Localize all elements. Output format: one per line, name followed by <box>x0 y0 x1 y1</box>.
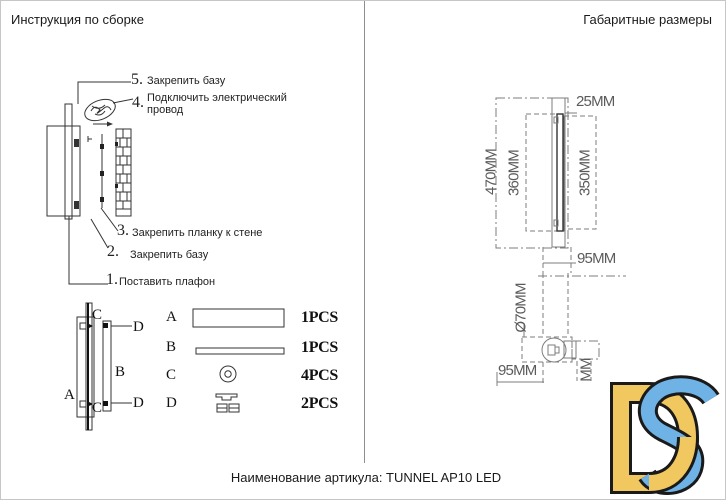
dim-360mm: 360MM <box>505 149 523 197</box>
brick-wall <box>115 128 132 217</box>
leader-step4 <box>112 98 134 104</box>
tube-bracket-bottom <box>553 219 559 227</box>
step-3-number: 3. <box>117 222 129 239</box>
bracket-bottom <box>74 201 79 209</box>
step-2-number: 2. <box>107 243 119 260</box>
part-letter-d: D <box>166 395 177 411</box>
leader-step5 <box>77 81 131 104</box>
exploded-label-c-top: C <box>92 307 103 323</box>
ds-logo <box>610 375 720 495</box>
step-1-number: 1. <box>106 271 118 288</box>
section-divider <box>364 1 365 463</box>
part-letter-a: A <box>166 309 177 325</box>
dim-95mm-side: 95MM <box>498 362 537 379</box>
logo-interlock-overlay <box>648 436 699 494</box>
tube-cross-section <box>541 337 567 363</box>
article-name: Наименование артикула: TUNNEL AP10 LED <box>230 470 502 485</box>
step-3-text: Закрепить планку к стене <box>132 227 263 239</box>
part-qty-b: 1PCS <box>301 339 339 356</box>
lamp-tube-profile <box>556 113 564 232</box>
dim-partial-mm: MM <box>577 358 595 382</box>
mounting-bar-b <box>102 320 112 412</box>
dim-470mm: 470MM <box>482 148 500 196</box>
step-5-number: 5. <box>131 71 143 88</box>
plafond <box>46 125 81 217</box>
step-1-text: Поставить плафон <box>119 276 216 288</box>
exploded-label-c-bottom: C <box>92 400 103 416</box>
arrow-icon <box>107 121 113 127</box>
screw-c-top <box>87 323 93 329</box>
clip-top <box>79 322 87 330</box>
screw-c-bottom <box>87 401 93 407</box>
part-letter-b: B <box>166 339 177 355</box>
part-qty-d: 2PCS <box>301 395 339 412</box>
dim-95mm-front: 95MM <box>577 250 616 267</box>
part-shapes <box>192 308 285 413</box>
inner-dimension-box <box>563 115 597 230</box>
part-qty-c: 4PCS <box>301 367 339 384</box>
arm-dimension-box <box>571 340 600 360</box>
dim-350mm: 350MM <box>576 149 594 197</box>
leader-step1 <box>68 216 108 285</box>
clip-bottom <box>79 400 87 408</box>
strip-screw <box>100 171 104 176</box>
exploded-label-d-top: D <box>133 319 144 335</box>
socket-detail <box>547 344 556 356</box>
exploded-label-a: A <box>64 387 75 403</box>
screw-d-bottom <box>103 401 108 406</box>
back-plate <box>64 103 73 220</box>
screw-d-top <box>103 323 108 328</box>
front-view-dimension-drawing <box>495 97 597 273</box>
strip-screw <box>100 197 104 202</box>
leader-step2 <box>90 218 109 249</box>
strip-screw <box>100 144 104 149</box>
step-4-text: Подключить электрический провод <box>147 92 287 116</box>
part-qty-a: 1PCS <box>301 309 339 326</box>
bracket-top <box>74 139 79 147</box>
base-dimension-box <box>521 336 573 363</box>
part-shape-panel <box>192 308 285 328</box>
tube-bracket-top <box>553 116 559 124</box>
wire-scribble-icon <box>90 104 112 116</box>
part-letter-c: C <box>166 367 177 383</box>
dim-25mm: 25MM <box>576 93 615 110</box>
part-shape-bar <box>195 347 285 355</box>
part-shape-nuts <box>215 393 240 413</box>
socket-detail-inner <box>554 346 560 354</box>
step-2-text: Закрепить базу <box>130 249 209 261</box>
wall-bracket-top-view <box>563 340 577 359</box>
right-section-title: Габаритные размеры <box>583 12 712 27</box>
wall-plate-profile <box>551 97 566 248</box>
left-section-title: Инструкция по сборке <box>11 12 144 27</box>
assembly-drawing <box>46 81 134 285</box>
outer-dimension-box <box>495 97 569 249</box>
exploded-label-d-bottom: D <box>133 395 144 411</box>
exploded-view-drawing <box>76 302 132 431</box>
dim-diameter-70mm: Ø70MM <box>512 283 530 333</box>
screw-detail <box>87 136 92 142</box>
exploded-label-b: B <box>115 364 126 380</box>
side-view-dimension-drawing <box>496 273 626 386</box>
leader-step3 <box>100 207 119 232</box>
part-shape-washer <box>219 365 237 383</box>
step-5-text: Закрепить базу <box>147 75 226 87</box>
wire-plug-icon <box>84 98 116 122</box>
step-4-number: 4. <box>132 94 144 111</box>
